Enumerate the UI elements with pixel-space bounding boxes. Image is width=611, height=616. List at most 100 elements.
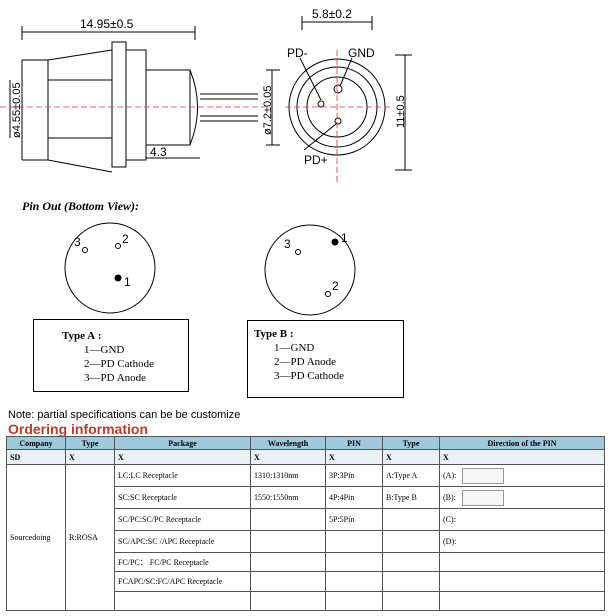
col-package: Package	[114, 436, 251, 450]
pd-plus-label: PD+	[304, 153, 328, 167]
company-cell: Sourcedoing	[6, 464, 66, 611]
direction-label: (B):	[443, 492, 456, 502]
ordering-title: Ordering information	[8, 421, 148, 437]
type-a-legend: Type A : 1—GND 2—PD Cathode 3—PD Anode	[33, 319, 189, 392]
type-b-legend: Type B : 1—GND 2—PD Anode 3—PD Cathode	[247, 320, 404, 398]
ordering-code-row: SD X X X X X X	[6, 449, 605, 465]
type-a-pin-2-label: 2	[122, 232, 129, 246]
code-type: X	[65, 449, 115, 465]
type-b-pin-1	[331, 238, 339, 246]
table-row: FCAPC/SC:FC/APC Receptacle	[7, 571, 605, 592]
code-company: SD	[6, 449, 66, 465]
direction-b-icon	[461, 489, 504, 506]
dim-length-label: 14.95±0.5	[80, 17, 134, 31]
direction-label: (A):	[443, 470, 457, 480]
direction-cell: (B):	[439, 486, 605, 509]
wavelength-cell: 1550:1550nm	[250, 486, 326, 509]
type-a-pin-2	[115, 243, 121, 249]
type-cell: R:ROSA	[65, 464, 115, 611]
pin-type-cell	[382, 508, 440, 531]
package-cell: SC/PC:SC/PC Receptacle	[114, 508, 251, 531]
type-a-pin-1	[114, 274, 122, 282]
code-pin-type: X	[382, 449, 440, 465]
wavelength-cell	[250, 508, 326, 531]
pd-minus-label: PD-	[287, 46, 308, 60]
table-row: Sourcedoing R:ROSA LC:LC Receptacle 1310…	[6, 464, 605, 611]
direction-cell	[439, 552, 605, 572]
type-b-legend-line-1: 1—GND	[274, 342, 315, 354]
direction-cell	[439, 591, 605, 611]
type-a-pin-3-label: 3	[74, 235, 81, 249]
pin-type-cell: A:Type A	[382, 464, 440, 487]
type-a-pin-3	[82, 247, 88, 253]
dim-mid-dia-label: ø7.2±0.05	[262, 86, 274, 135]
pin-cell: 5P:5Pin	[325, 508, 383, 531]
col-pin: PIN	[325, 436, 383, 450]
type-b-legend-title: Type B :	[254, 328, 294, 340]
table-row	[7, 591, 605, 611]
dim-left-dia-label: ø4.55±0.05	[11, 82, 23, 138]
type-a-pin-1-label: 1	[124, 275, 131, 289]
package-cell: FC/PC： FC/PC Receptacle	[114, 552, 251, 572]
wavelength-cell	[250, 530, 326, 553]
type-a-legend-title: Type A :	[62, 330, 102, 342]
dim-pin-label: 4.3	[150, 145, 167, 159]
col-direction: Direction of the PIN	[439, 436, 605, 450]
table-row: FC/PC： FC/PC Receptacle	[7, 552, 605, 572]
type-b-pin-2	[325, 291, 331, 297]
pin-type-cell: B:Type B	[382, 486, 440, 509]
dim-top-label: 5.8±0.2	[312, 7, 352, 21]
code-direction: X	[439, 449, 605, 465]
pin-type-cell	[382, 530, 440, 553]
ordering-header-row: Company Type Package Wavelength PIN Type…	[6, 436, 605, 450]
mechanical-drawing: 14.95±0.5 5.8±0.2 ø4.55±0.05 ø7.2±0.05 1…	[0, 7, 412, 185]
pin-type-cell	[382, 571, 440, 592]
pin-cell	[325, 530, 383, 553]
direction-cell: (D):	[439, 530, 605, 553]
direction-a-icon	[462, 467, 505, 484]
type-a-legend-line-2: 2—PD Cathode	[84, 358, 154, 370]
type-b-legend-line-2: 2—PD Anode	[274, 356, 337, 368]
package-cell: SC:SC Receptacle	[114, 486, 251, 509]
table-row: SC/PC:SC/PC Receptacle 5P:5Pin (C):	[7, 508, 605, 531]
col-wavelength: Wavelength	[250, 436, 326, 450]
pinout-title: Pin Out (Bottom View):	[22, 199, 140, 213]
code-package: X	[114, 449, 251, 465]
direction-cell	[439, 571, 605, 592]
direction-cell: (A):	[439, 464, 605, 487]
pin-cell	[325, 552, 383, 572]
col-company: Company	[6, 436, 66, 450]
type-b-pin-2-label: 2	[332, 279, 339, 293]
col-type: Type	[65, 436, 115, 450]
code-pin: X	[325, 449, 383, 465]
pin-cell	[325, 591, 383, 611]
pin-cell	[325, 571, 383, 592]
pin-type-cell	[382, 591, 440, 611]
package-cell: LC:LC Receptacle	[114, 464, 251, 487]
pin-cell: 4P:4Pin	[325, 486, 383, 509]
type-b-pin-3-label: 3	[284, 237, 291, 251]
table-row: SC:SC Receptacle 1550:1550nm 4P:4Pin B:T…	[7, 486, 605, 509]
table-row: SC/APC:SC /APC Receptacle (D):	[7, 530, 605, 553]
type-b-pin-1-label: 1	[341, 231, 348, 245]
wavelength-cell	[250, 571, 326, 592]
wavelength-cell	[250, 552, 326, 572]
type-b-legend-line-3: 3—PD Cathode	[274, 370, 344, 382]
pin-type-cell	[382, 552, 440, 572]
package-cell: FCAPC/SC:FC/APC Receptacle	[114, 571, 251, 592]
type-a-legend-line-1: 1—GND	[84, 344, 125, 356]
type-a-diagram: 3 2 1	[64, 222, 156, 314]
package-cell	[114, 591, 251, 611]
direction-cell: (C):	[439, 508, 605, 531]
type-b-diagram: 3 1 2	[264, 224, 356, 316]
spec-note: Note: partial specifications can be be c…	[8, 409, 241, 421]
type-b-pin-3	[295, 249, 301, 255]
code-wavelength: X	[250, 449, 326, 465]
package-cell: SC/APC:SC /APC Receptacle	[114, 530, 251, 553]
wavelength-cell	[250, 591, 326, 611]
wavelength-cell: 1310:1310nm	[250, 464, 326, 487]
type-a-legend-line-3: 3—PD Anode	[84, 372, 147, 384]
pin-cell: 3P:3Pin	[325, 464, 383, 487]
dim-height-label: 11±0.5	[395, 95, 407, 128]
gnd-label: GND	[348, 46, 375, 60]
